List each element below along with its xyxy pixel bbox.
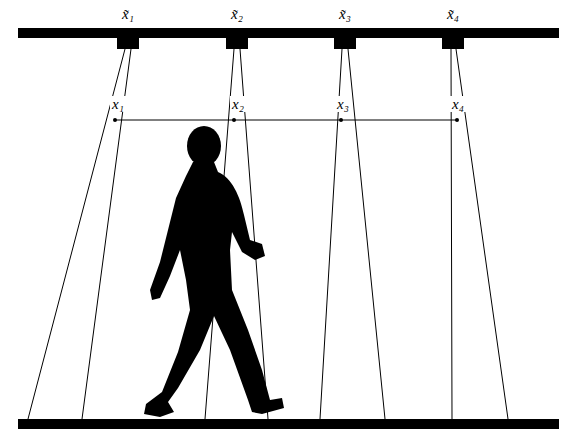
sensor-box (117, 37, 139, 49)
sensor-box (442, 37, 464, 49)
position-label: x₂ (230, 96, 246, 112)
sensor-cones (28, 49, 508, 419)
sensor-label: x̃₃ (337, 6, 353, 22)
sensor-box (226, 37, 248, 49)
sensor-label: x̃₂ (229, 6, 245, 22)
position-label: x₃ (335, 96, 351, 112)
sensors (117, 37, 464, 49)
sensor-box (334, 37, 356, 49)
ceiling-bar (18, 28, 559, 38)
projection-dots (113, 118, 459, 122)
position-label: x₄ (450, 96, 466, 112)
projection-line (115, 120, 457, 121)
walking-person (144, 126, 284, 417)
position-label: x₁ (110, 96, 126, 112)
sensor-label: x̃₄ (445, 6, 461, 22)
sensor-label: x̃₁ (120, 6, 136, 22)
floor-bar (18, 419, 559, 429)
